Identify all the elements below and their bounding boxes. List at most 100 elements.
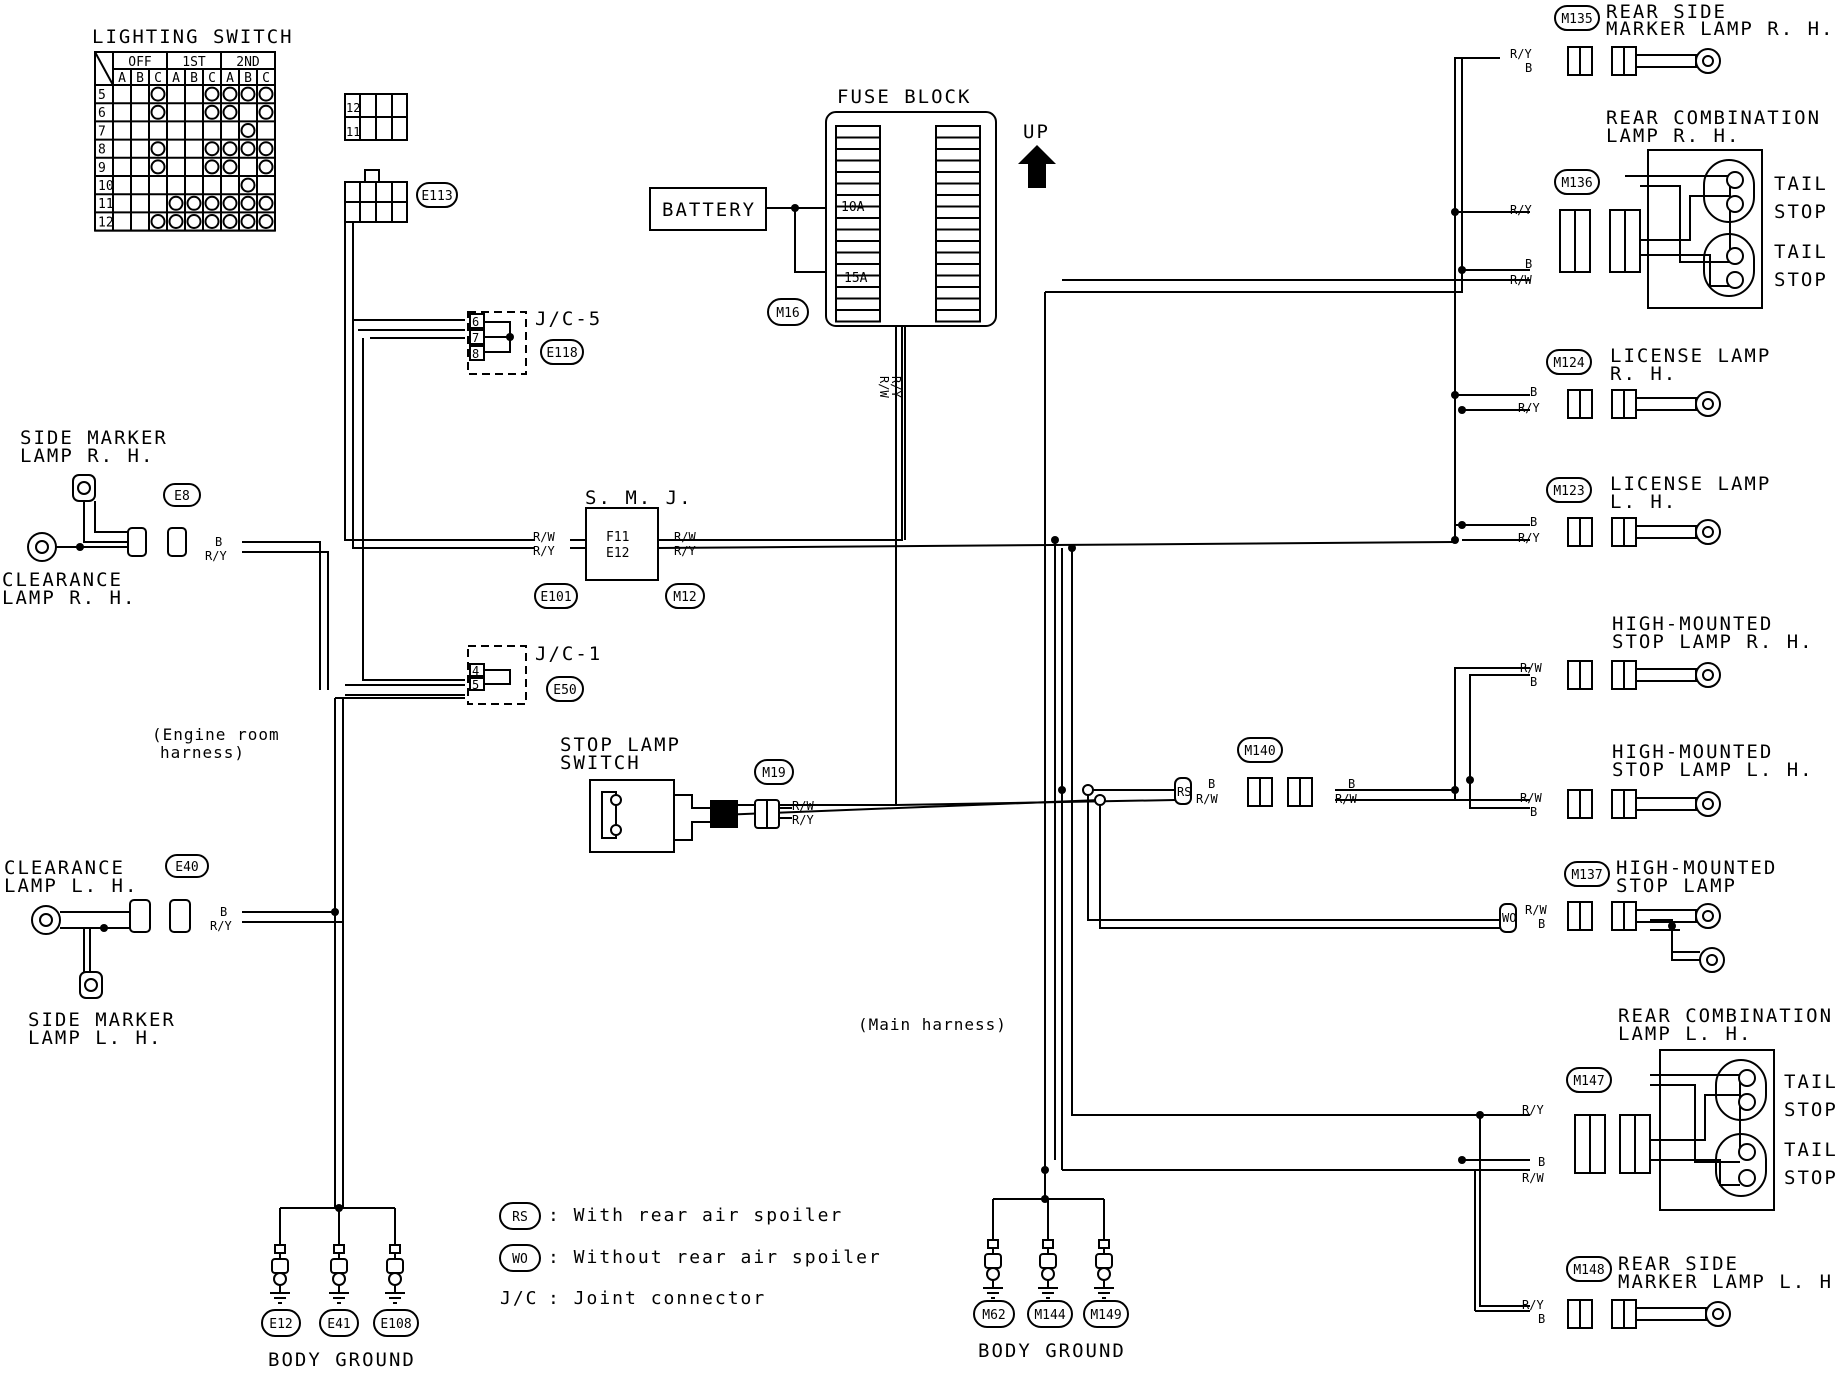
lamp-high-mounted-stop-lh: HIGH-MOUNTED STOP LAMP L. H. R/W B: [1520, 741, 1812, 819]
svg-text:CLEARANCE: CLEARANCE: [2, 569, 123, 591]
svg-text:R/Y: R/Y: [1522, 1103, 1544, 1117]
connector-e113-badge: E113: [416, 182, 458, 208]
svg-text:WO: WO: [1502, 911, 1516, 925]
switch-position-2nd: 2ND: [236, 55, 260, 70]
switch-continuity-mark: [204, 214, 220, 229]
svg-text:TAIL: TAIL: [1784, 1071, 1836, 1093]
rear-lamp-bulbs: [1567, 46, 1756, 1329]
switch-continuity-mark: [204, 159, 220, 175]
switch-sub-column: B: [244, 71, 252, 86]
switch-continuity-mark: [222, 104, 238, 120]
up-arrow-icon: UP: [1018, 121, 1056, 188]
connector-e40: E40 B R/Y: [165, 854, 232, 933]
switch-continuity-mark: [204, 86, 220, 102]
svg-text:R/W: R/W: [792, 799, 814, 813]
jc1-label: J/C-1: [535, 643, 602, 665]
svg-text:REAR COMBINATION: REAR COMBINATION: [1606, 107, 1821, 129]
svg-text:STOP LAMP: STOP LAMP: [560, 734, 681, 756]
lamp-license-lh: M123 LICENSE LAMP L. H. B R/Y: [1518, 473, 1769, 545]
svg-text:8: 8: [472, 347, 479, 361]
svg-text:F11: F11: [606, 530, 629, 545]
svg-text:B: B: [1348, 777, 1355, 791]
switch-continuity-mark: [240, 195, 256, 211]
switch-continuity-mark: [258, 214, 274, 229]
switch-pin-label: 11: [98, 197, 114, 212]
svg-text:R/Y: R/Y: [210, 919, 232, 933]
svg-text:TAIL: TAIL: [1774, 173, 1828, 195]
body-ground-right-label: BODY GROUND: [978, 1340, 1126, 1362]
connector-m62: M62: [982, 1308, 1005, 1323]
connector-m136: M136: [1561, 176, 1592, 191]
engine-room-wiring: [242, 222, 534, 1245]
fuse-15a: 15A: [844, 271, 868, 286]
svg-text:R. H.: R. H.: [1610, 363, 1677, 385]
connector-e113-face: 12 11: [344, 93, 408, 223]
connector-m19: M19: [762, 766, 785, 781]
switch-continuity-mark: [204, 195, 220, 211]
switch-continuity-mark: [150, 104, 166, 120]
svg-text:B: B: [220, 905, 227, 919]
svg-text:R/W: R/W: [1522, 1171, 1544, 1185]
svg-text:B: B: [1530, 675, 1537, 689]
svg-text:LAMP R. H.: LAMP R. H.: [1606, 125, 1740, 147]
svg-text:R/Y: R/Y: [1510, 47, 1532, 61]
connector-e12: E12: [269, 1317, 292, 1332]
joint-connector-jc5: 6 7 8 J/C-5 E118: [467, 308, 602, 375]
switch-continuity-mark: [258, 159, 274, 175]
jc5-label: J/C-5: [535, 308, 602, 330]
svg-text:LAMP L. H.: LAMP L. H.: [1618, 1023, 1752, 1045]
engine-room-harness-label: (Engine room: [152, 725, 280, 744]
svg-text:B: B: [1538, 1155, 1545, 1169]
svg-text:WO: WO: [512, 1252, 528, 1267]
fuse-10a: 10A: [841, 200, 865, 215]
switch-pin-label: 12: [98, 215, 114, 230]
super-multiple-junction: S. M. J. F11 E12 E101 M12 R/W R/Y R/W R/…: [533, 487, 705, 609]
svg-text:B: B: [1538, 1312, 1545, 1326]
svg-text:R/W: R/W: [877, 376, 891, 398]
connector-m16: M16: [776, 306, 799, 321]
connector-m148: M148: [1573, 1263, 1604, 1278]
svg-text:B: B: [1530, 805, 1537, 819]
svg-text:UP: UP: [1023, 121, 1050, 143]
connector-e50: E50: [553, 683, 576, 698]
svg-text:REAR COMBINATION: REAR COMBINATION: [1618, 1005, 1833, 1027]
switch-continuity-mark: [150, 159, 166, 175]
body-ground-left-label: BODY GROUND: [268, 1349, 416, 1371]
svg-text:R/W: R/W: [1525, 903, 1547, 917]
switch-continuity-mark: [240, 86, 256, 102]
svg-text:BATTERY: BATTERY: [662, 199, 756, 221]
svg-text:R/Y: R/Y: [674, 544, 696, 558]
svg-text:R/W: R/W: [1196, 792, 1218, 806]
svg-text:R/W: R/W: [1335, 792, 1357, 806]
svg-text:STOP LAMP R. H.: STOP LAMP R. H.: [1612, 631, 1814, 653]
svg-text:SWITCH: SWITCH: [560, 752, 641, 774]
switch-continuity-mark: [240, 123, 256, 138]
svg-text:LICENSE LAMP: LICENSE LAMP: [1610, 345, 1771, 367]
legend: RS : With rear air spoiler WO : Without …: [499, 1202, 880, 1309]
switch-continuity-mark: [150, 86, 166, 102]
svg-text:R/Y: R/Y: [889, 376, 903, 398]
connector-e41: E41: [327, 1317, 350, 1332]
svg-text:B: B: [1208, 777, 1215, 791]
main-harness-label: (Main harness): [858, 1015, 1007, 1034]
connector-e108: E108: [380, 1317, 411, 1332]
svg-text:RS: RS: [512, 1210, 528, 1225]
connector-m137: M137: [1571, 868, 1602, 883]
svg-text:R/Y: R/Y: [1518, 531, 1540, 545]
lamp-license-rh: M124 LICENSE LAMP R. H. B R/Y: [1518, 345, 1771, 415]
switch-continuity-mark: [258, 104, 274, 120]
switch-continuity-mark: [204, 141, 220, 157]
switch-continuity-mark: [168, 195, 184, 211]
svg-text:E8: E8: [174, 489, 190, 504]
pin-11-label: 11: [346, 125, 360, 139]
switch-continuity-mark: [222, 159, 238, 175]
svg-text:REAR SIDE: REAR SIDE: [1618, 1253, 1739, 1275]
svg-text:B: B: [1530, 515, 1537, 529]
lamp-rear-side-marker-rh: M135 REAR SIDE MARKER LAMP R. H. R/Y B: [1510, 1, 1832, 75]
svg-text:STOP LAMP: STOP LAMP: [1616, 875, 1737, 897]
svg-text:HIGH-MOUNTED: HIGH-MOUNTED: [1612, 741, 1773, 763]
svg-text:TAIL: TAIL: [1784, 1139, 1836, 1161]
svg-text:4: 4: [472, 664, 479, 678]
